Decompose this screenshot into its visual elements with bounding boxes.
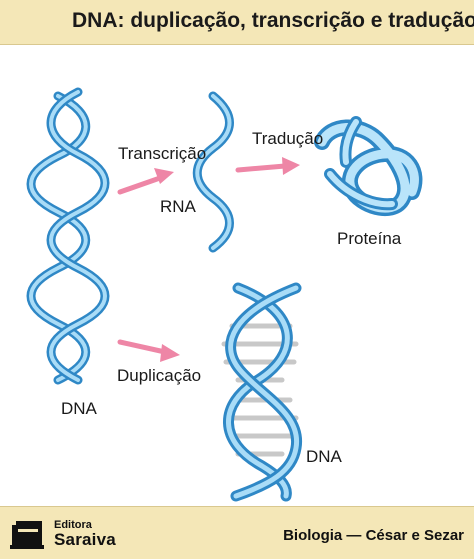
dna-diagram: Transcrição RNA Tradução Proteína Duplic… (26, 87, 423, 502)
publisher-name-small: Editora (54, 519, 92, 531)
arrow-duplication (117, 339, 180, 362)
book-icon (10, 521, 44, 549)
label-protein: Proteína (337, 229, 402, 248)
header-bar: DNA: duplicação, transcrição e tradução (0, 0, 474, 45)
arrow-translation (235, 157, 300, 175)
book-credit: Biologia — César e Sezar (283, 527, 464, 544)
page-title: DNA: duplicação, transcrição e tradução (72, 9, 474, 32)
dna-right-helix (221, 282, 303, 502)
publisher-name: Saraiva (54, 530, 116, 549)
label-duplication: Duplicação (117, 366, 201, 385)
publisher-logo: Editora Saraiva (8, 519, 148, 551)
rna-strand (192, 91, 234, 253)
label-dna-right: DNA (306, 447, 343, 466)
footer-bar: Editora Saraiva Biologia — César e Sezar (0, 506, 474, 559)
label-dna-left: DNA (61, 399, 98, 418)
label-translation: Tradução (252, 129, 323, 148)
label-transcription: Transcrição (118, 144, 206, 163)
protein-ribbon (314, 116, 423, 217)
arrow-transcription (117, 168, 174, 195)
dna-left-helix (26, 87, 110, 385)
label-rna: RNA (160, 197, 197, 216)
